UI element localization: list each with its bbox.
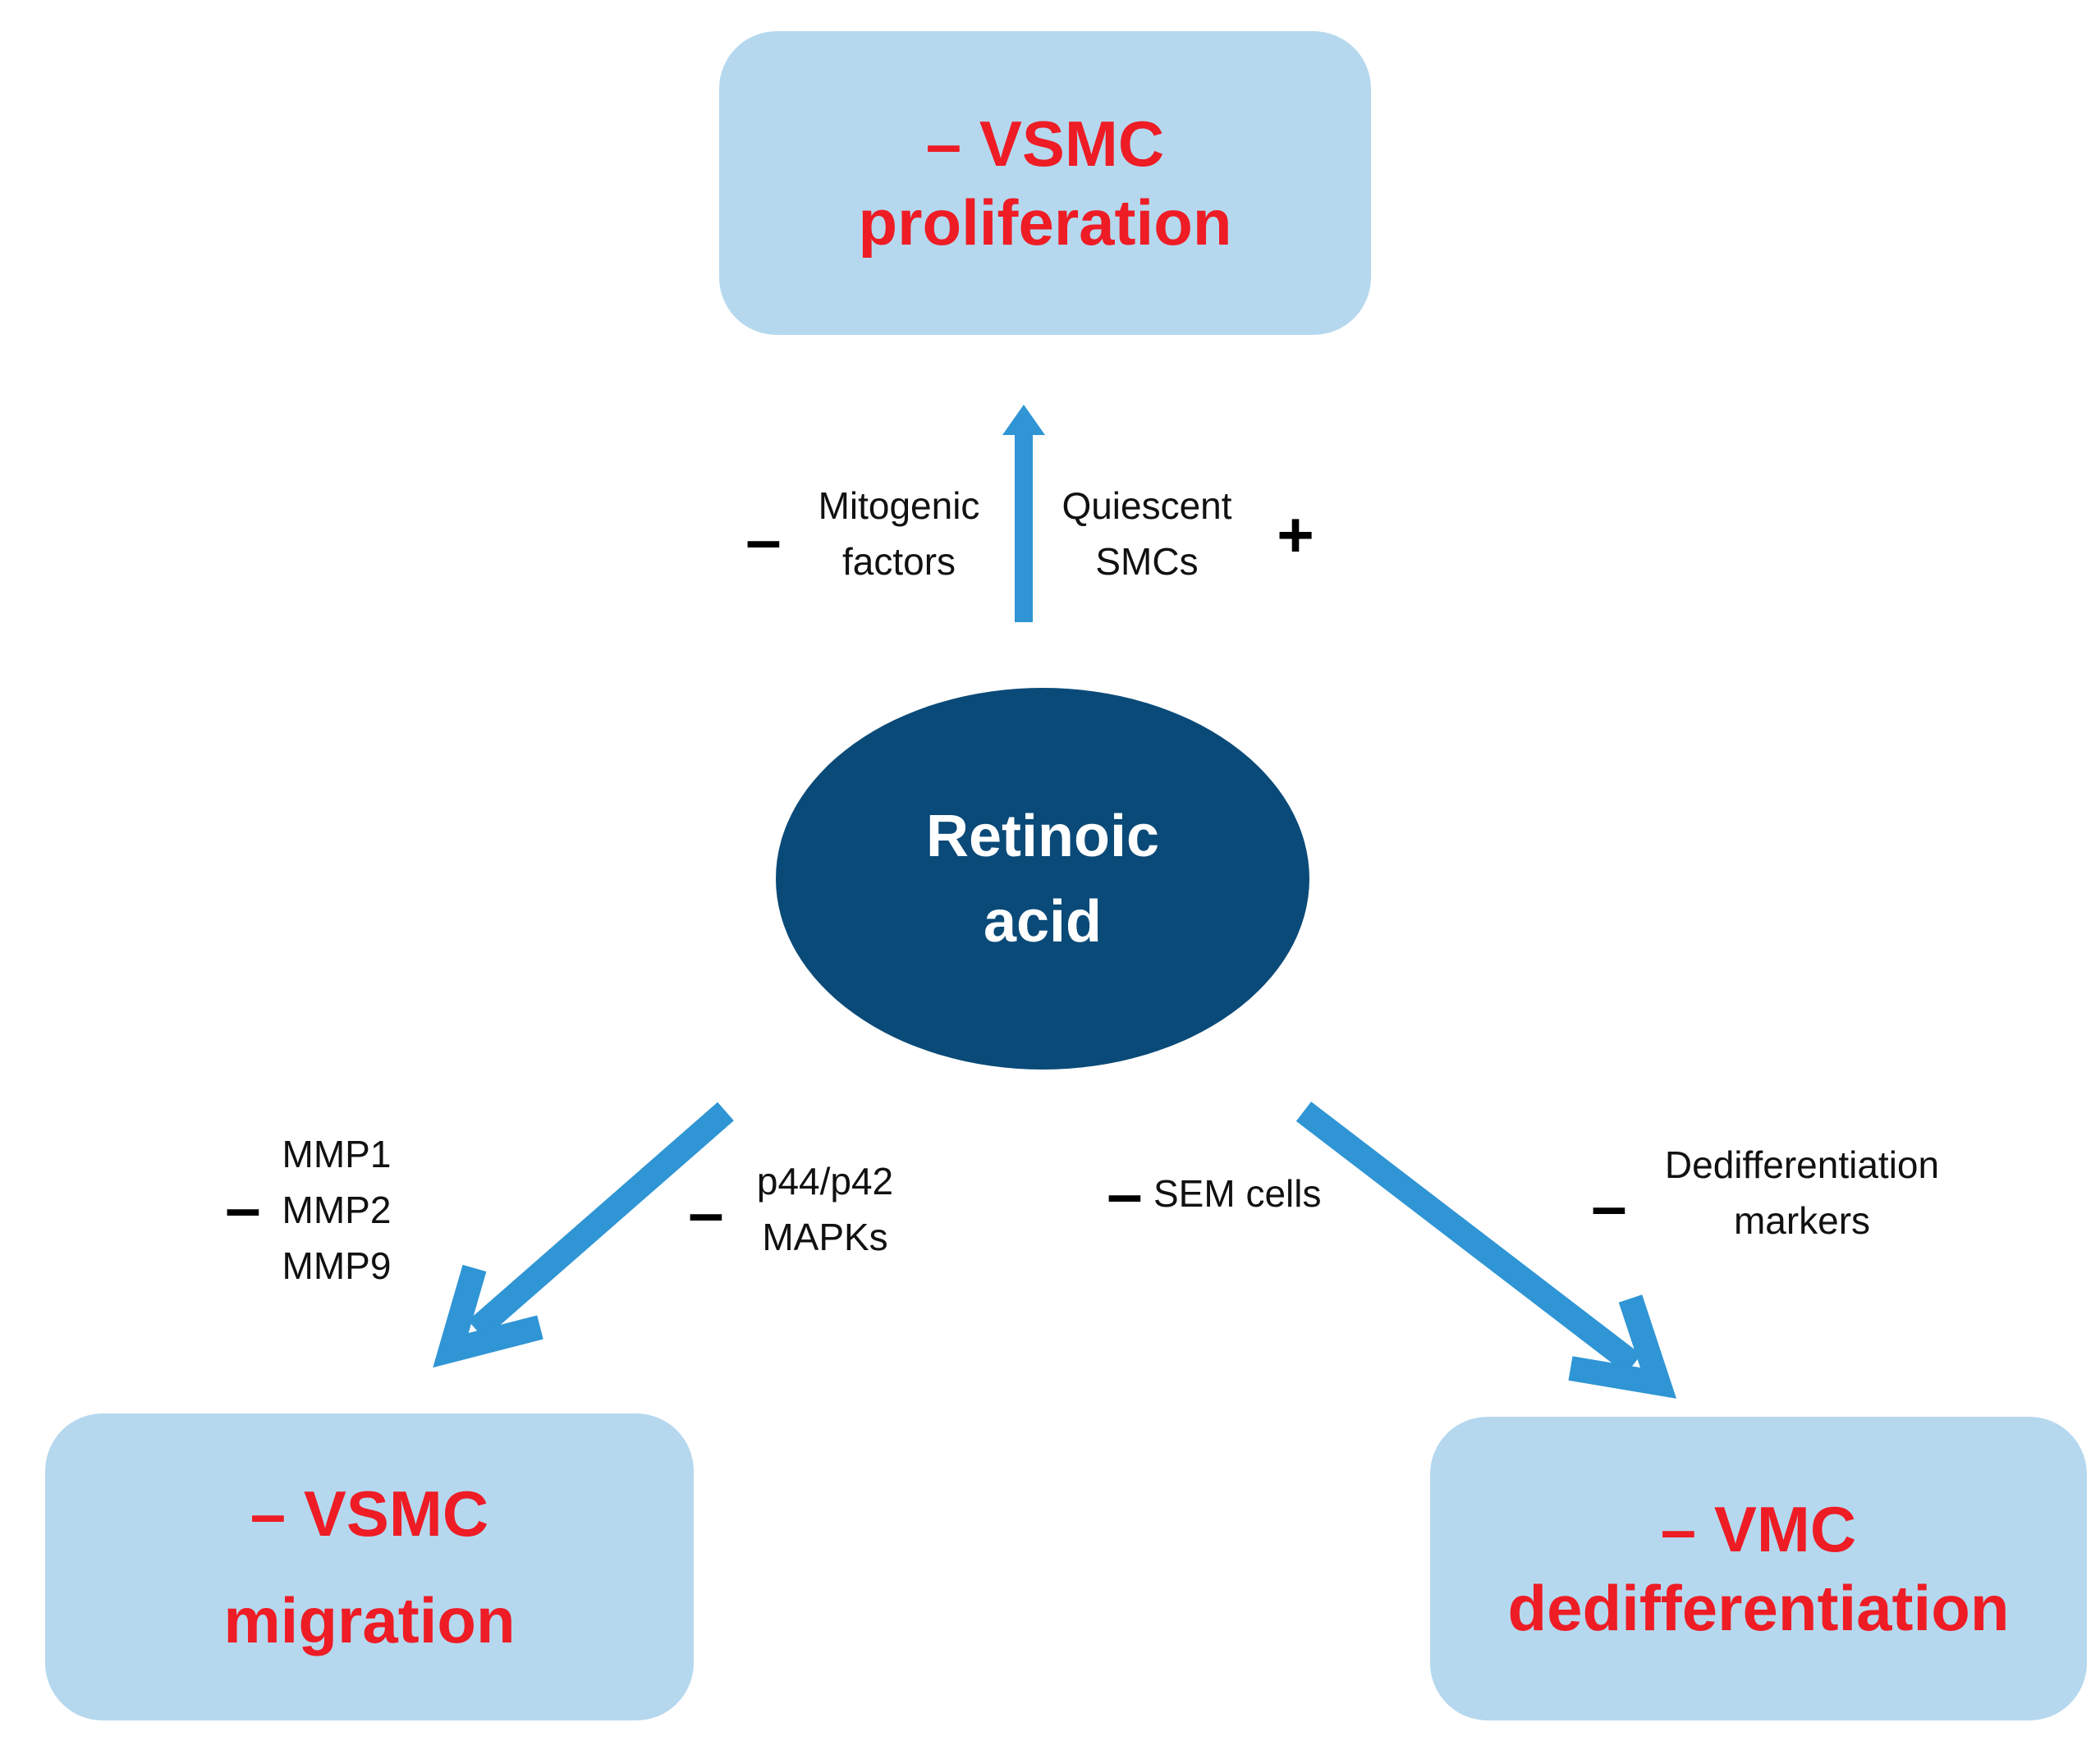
dedifferentiation-line-1: – VMC (1660, 1493, 1857, 1565)
quiescent-line-2: SMCs (1095, 540, 1199, 583)
dedifferentiation-line-2: dedifferentiation (1507, 1572, 2010, 1644)
mapk-label: p44/p42 MAPKs (735, 1153, 915, 1265)
dediff-markers-label: Dedifferentiation markers (1630, 1137, 1974, 1248)
quiescent-sign: + (1277, 498, 1314, 570)
mitogenic-factors-label: Mitogenic factors (796, 478, 1002, 589)
mapk-line-2: MAPKs (762, 1216, 888, 1258)
vsmc-migration-box: – VSMC migration (45, 1413, 694, 1720)
mitogenic-sign: – (745, 503, 782, 575)
center-line-1: Retinoic (925, 803, 1160, 869)
dediff-markers-sign: – (1591, 1170, 1627, 1242)
mmp-sign: – (225, 1171, 261, 1244)
mitogenic-line-1: Mitogenic (818, 484, 980, 527)
center-line-2: acid (983, 888, 1103, 955)
sem-sign: – (1107, 1157, 1143, 1230)
retinoic-acid-node: Retinoic acid (776, 688, 1309, 1070)
mmp-line-1: MMP1 (282, 1133, 392, 1175)
dediff-markers-line-2: markers (1733, 1199, 1871, 1242)
quiescent-line-1: Quiescent (1061, 484, 1232, 527)
quiescent-smcs-label: Quiescent SMCs (1044, 478, 1249, 589)
mmp-label: MMP1 MMP2 MMP9 (271, 1126, 402, 1294)
mapk-line-1: p44/p42 (756, 1160, 894, 1203)
vsmc-proliferation-box: – VSMC proliferation (719, 31, 1371, 335)
mmp-line-3: MMP9 (282, 1244, 392, 1287)
vmc-dedifferentiation-box: – VMC dedifferentiation (1430, 1417, 2087, 1720)
arrow-to-proliferation (1002, 405, 1045, 622)
mmp-line-2: MMP2 (282, 1189, 392, 1231)
arrow-to-dedifferentiation (1295, 1102, 1677, 1399)
arrow-to-migration (433, 1102, 734, 1368)
mapk-sign: – (688, 1176, 724, 1248)
migration-line-2: migration (223, 1584, 516, 1656)
sem-cells-label: SEM cells (1153, 1172, 1322, 1215)
dediff-markers-line-1: Dedifferentiation (1664, 1143, 1940, 1186)
mitogenic-line-2: factors (841, 540, 956, 583)
proliferation-line-1: – VSMC (925, 108, 1165, 180)
proliferation-line-2: proliferation (858, 186, 1232, 259)
migration-line-1: – VSMC (250, 1477, 489, 1550)
